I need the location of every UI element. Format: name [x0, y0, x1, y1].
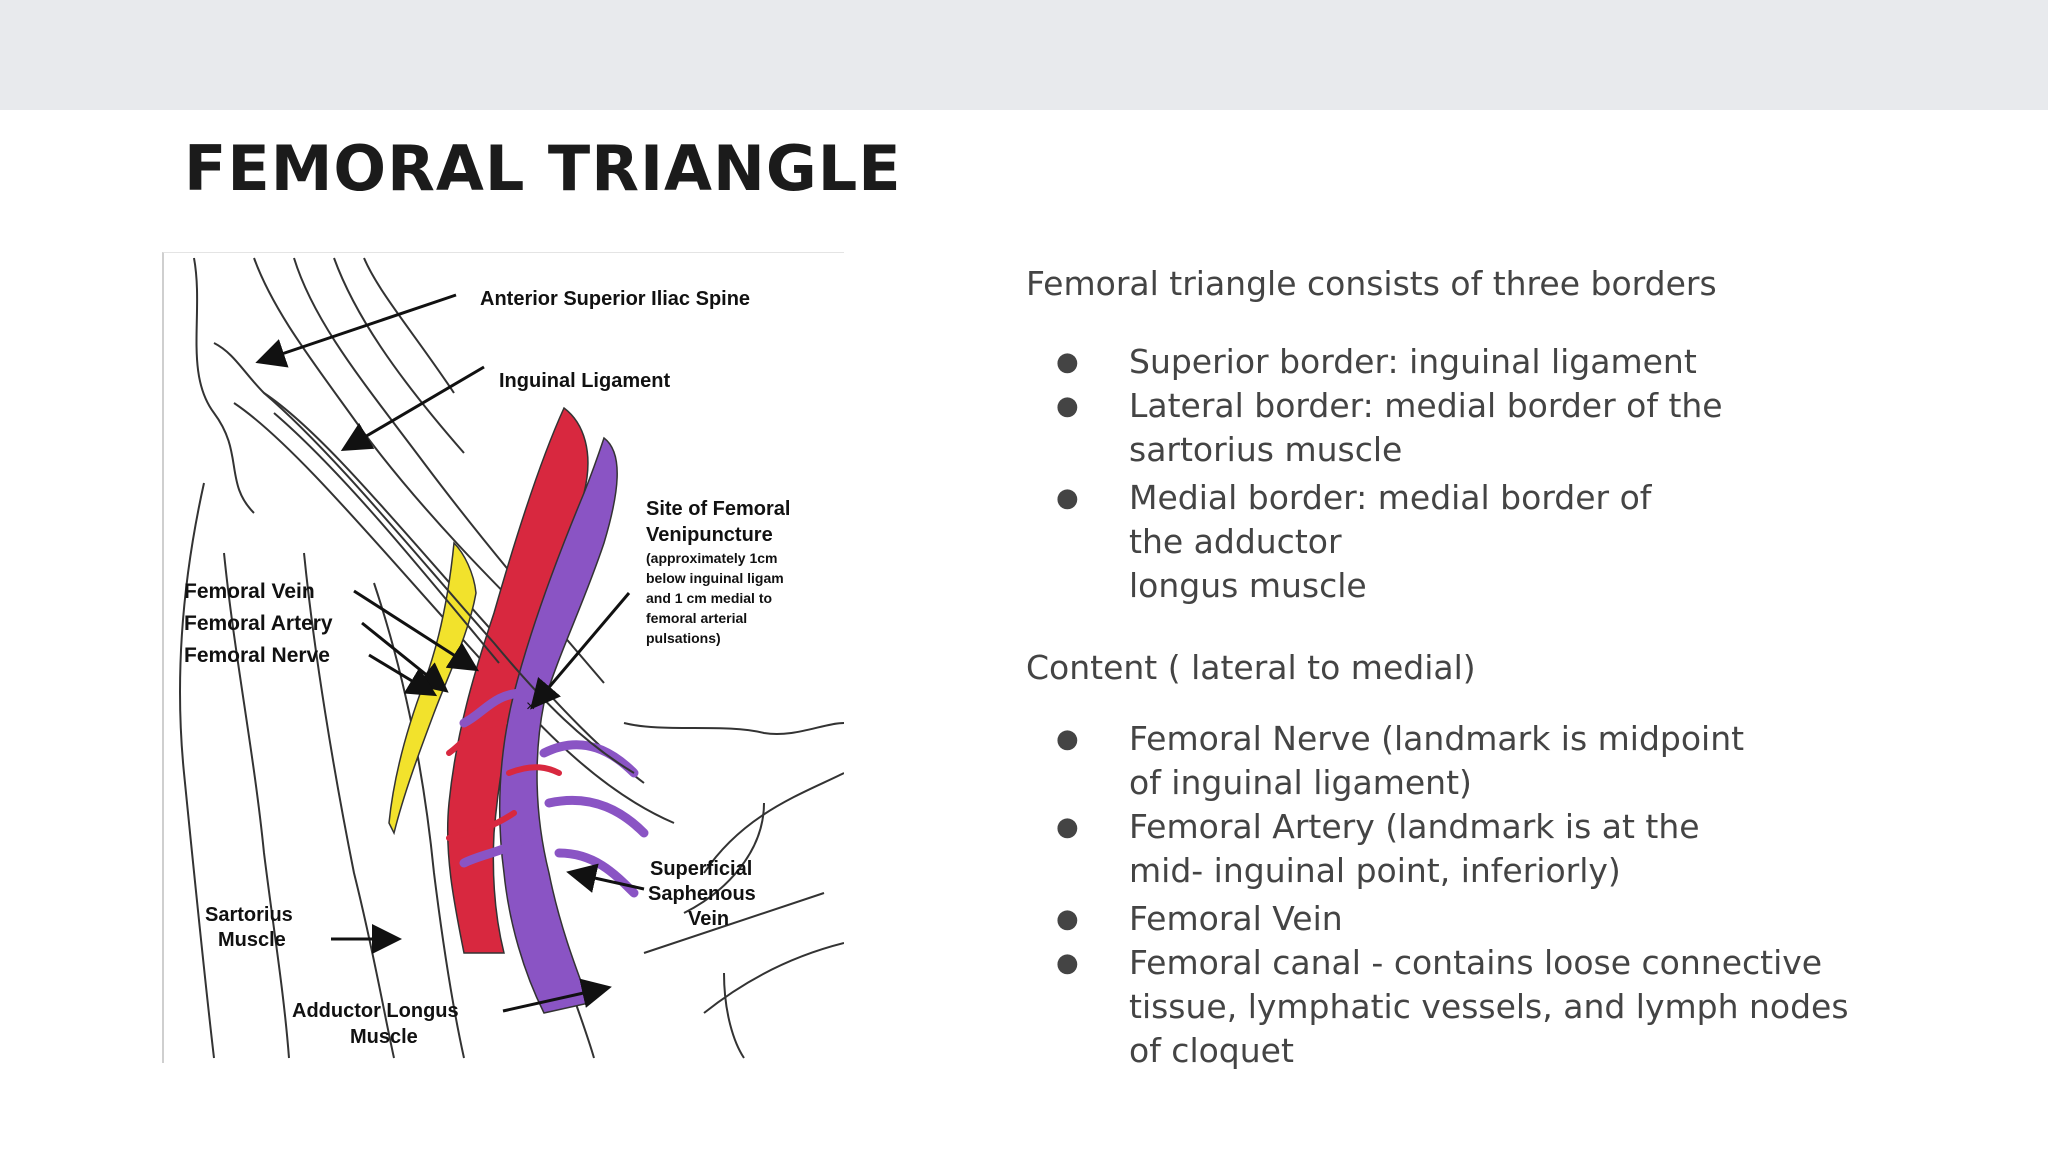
contents-heading: Content ( lateral to medial)	[1026, 648, 1476, 687]
femoral-triangle-diagram: Anterior Superior Iliac Spine Inguinal L…	[162, 252, 844, 1063]
list-item: ● Medial border: medial border of the add…	[1026, 476, 1926, 608]
label-saphenous-1: Superficial	[650, 858, 752, 880]
bullet-icon: ●	[1056, 904, 1079, 934]
list-item-text: Femoral Nerve (landmark is midpoint of i…	[1129, 719, 1745, 802]
label-site-note5: pulsations)	[646, 630, 721, 646]
label-site-note3: and 1 cm medial to	[646, 590, 772, 606]
list-item: ● Femoral Vein	[1026, 897, 1926, 941]
list-item: ● Femoral canal - contains loose connecti…	[1026, 941, 1926, 1073]
list-item-text: Femoral canal - contains loose connectiv…	[1129, 943, 1849, 1070]
vessel-branches	[459, 688, 649, 898]
label-femoral-vein: Femoral Vein	[184, 580, 315, 603]
list-item: ● Superior border: inguinal ligament	[1026, 340, 1926, 384]
diagram-svg: Anterior Superior Iliac Spine Inguinal L…	[179, 257, 844, 1059]
top-toolbar-band	[0, 0, 2048, 110]
label-saphenous-2: Saphenous	[648, 883, 756, 905]
callout-arrows	[255, 293, 645, 1013]
label-site-note4: femoral arterial	[646, 610, 747, 626]
label-adductor-1: Adductor Longus	[292, 1000, 459, 1022]
list-item-text: Lateral border: medial border of the sar…	[1129, 386, 1723, 469]
bullet-icon: ●	[1056, 483, 1079, 513]
ligament-overlay	[263, 392, 635, 774]
slide-text-column: Femoral triangle consists of three borde…	[1026, 262, 1926, 1073]
slide-title: FEMORAL TRIANGLE	[184, 132, 902, 205]
list-item-text: Femoral Vein	[1129, 899, 1343, 938]
bullet-icon: ●	[1056, 724, 1079, 754]
borders-intro: Femoral triangle consists of three borde…	[1026, 264, 1717, 303]
label-adductor-2: Muscle	[350, 1026, 418, 1048]
bullet-icon: ●	[1056, 347, 1079, 377]
label-femoral-nerve: Femoral Nerve	[184, 644, 330, 667]
label-site-line2: Venipuncture	[646, 524, 773, 546]
artery-branches	[446, 720, 562, 841]
list-item: ● Lateral border: medial border of the sa…	[1026, 384, 1926, 472]
list-item: ● Femoral Artery (landmark is at the mid-…	[1026, 805, 1926, 893]
list-item-text: Medial border: medial border of the addu…	[1129, 478, 1652, 605]
label-site-note2: below inguinal ligam	[646, 570, 784, 586]
borders-list: ● Superior border: inguinal ligament ● Late…	[1026, 340, 1926, 608]
label-asis: Anterior Superior Iliac Spine	[480, 288, 750, 310]
label-sartorius-1: Sartorius	[205, 904, 293, 926]
list-item: ● Femoral Nerve (landmark is midpoint of …	[1026, 717, 1926, 805]
label-sartorius-2: Muscle	[218, 929, 286, 951]
bullet-icon: ●	[1056, 812, 1079, 842]
bullet-icon: ●	[1056, 948, 1079, 978]
list-item-text: Femoral Artery (landmark is at the mid- …	[1129, 807, 1700, 890]
bullet-icon: ●	[1056, 391, 1079, 421]
label-inguinal-ligament: Inguinal Ligament	[499, 370, 670, 392]
puncture-mark: ×	[526, 698, 535, 715]
label-femoral-artery: Femoral Artery	[184, 612, 333, 635]
list-item-text: Superior border: inguinal ligament	[1129, 342, 1697, 381]
label-saphenous-3: Vein	[688, 908, 729, 930]
label-site-line1: Site of Femoral	[646, 498, 790, 520]
label-site-note1: (approximately 1cm	[646, 550, 778, 566]
contents-list: ● Femoral Nerve (landmark is midpoint of …	[1026, 717, 1926, 1073]
leg-outline	[179, 257, 844, 1059]
